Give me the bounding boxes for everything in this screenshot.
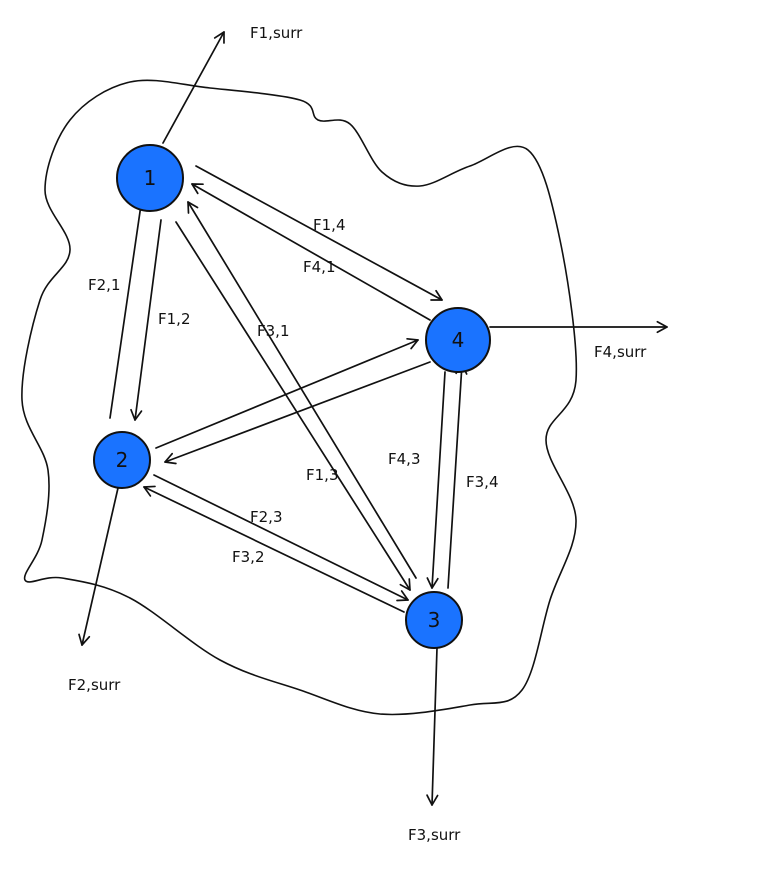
- arrow-head-icon: [399, 578, 411, 591]
- arrow-head-icon: [396, 590, 409, 602]
- arrow-shaft: [109, 197, 143, 419]
- force-arrow-4-surr: F4,surr: [489, 320, 668, 361]
- node-label: 1: [144, 166, 157, 190]
- node-circle: [405, 591, 463, 649]
- arrow-shaft: [134, 219, 162, 421]
- force-label: F1,3: [306, 466, 338, 484]
- force-label: F2,surr: [68, 676, 121, 694]
- force-arrow-2-4: [155, 337, 419, 449]
- force-label: F1,4: [313, 216, 345, 234]
- arrow-shaft: [187, 201, 417, 579]
- arrow-head-icon: [164, 452, 177, 465]
- arrow-head-icon: [426, 794, 439, 806]
- force-arrow-2-1: F2,1: [88, 197, 147, 419]
- node-label: 3: [428, 608, 441, 632]
- force-arrow-3-surr: F3,surr: [408, 647, 461, 844]
- node-4: 4: [425, 307, 491, 373]
- arrow-head-icon: [143, 485, 156, 497]
- node-circle: [425, 307, 491, 373]
- arrow-shaft: [155, 339, 419, 449]
- arrow-shaft: [153, 474, 409, 601]
- arrow-shaft: [164, 361, 431, 463]
- arrow-head-icon: [213, 31, 225, 44]
- force-label: F2,1: [88, 276, 120, 294]
- arrow-shaft: [175, 221, 411, 591]
- force-label: F4,surr: [594, 343, 647, 361]
- arrow-shaft: [143, 486, 405, 613]
- force-arrow-3-2: F3,2: [143, 485, 405, 613]
- force-arrow-3-1: F3,1: [187, 201, 417, 579]
- force-arrow-2-surr: F2,surr: [68, 487, 121, 694]
- node-circle: [93, 431, 151, 489]
- force-arrow-3-4: F3,4: [447, 363, 498, 589]
- arrow-shaft: [162, 31, 225, 144]
- arrow-head-icon: [406, 337, 419, 350]
- force-arrow-1-4: F1,4: [195, 165, 443, 301]
- arrow-head-icon: [430, 289, 443, 301]
- arrow-head-icon: [656, 320, 668, 334]
- node-label: 2: [116, 448, 129, 472]
- force-arrow-2-3: F2,3: [153, 474, 409, 602]
- arrow-shaft: [431, 371, 446, 589]
- force-arrow-1-2: F1,2: [130, 219, 190, 421]
- arrow-head-icon: [187, 201, 199, 214]
- arrow-head-icon: [191, 183, 204, 195]
- arrow-head-icon: [130, 408, 143, 421]
- force-label: F2,3: [250, 508, 282, 526]
- arrow-shaft: [81, 487, 119, 646]
- node-label: 4: [452, 328, 465, 352]
- force-label: F3,4: [466, 473, 498, 491]
- force-label: F1,surr: [250, 24, 303, 42]
- arrow-shaft: [191, 183, 431, 321]
- force-arrow-1-surr: F1,surr: [162, 24, 303, 144]
- node-2: 2: [93, 431, 151, 489]
- arrow-shaft: [431, 647, 438, 806]
- node-circle: [116, 144, 184, 212]
- force-label: F4,3: [388, 450, 420, 468]
- node-3: 3: [405, 591, 463, 649]
- node-1: 1: [116, 144, 184, 212]
- force-arrow-4-3: F4,3: [388, 371, 446, 589]
- arrow-shaft: [195, 165, 443, 301]
- arrow-shaft: [447, 363, 463, 589]
- force-arrow-1-3: F1,3: [175, 221, 411, 591]
- arrow-head-icon: [78, 633, 91, 646]
- force-label: F1,2: [158, 310, 190, 328]
- force-label: F3,2: [232, 548, 264, 566]
- arrow-head-icon: [426, 577, 439, 589]
- force-label: F3,surr: [408, 826, 461, 844]
- system-boundary: [21, 79, 578, 716]
- force-arrow-4-1: F4,1: [191, 183, 431, 321]
- force-arrow-4-2: [164, 361, 431, 465]
- force-label: F3,1: [257, 322, 289, 340]
- force-label: F4,1: [303, 258, 335, 276]
